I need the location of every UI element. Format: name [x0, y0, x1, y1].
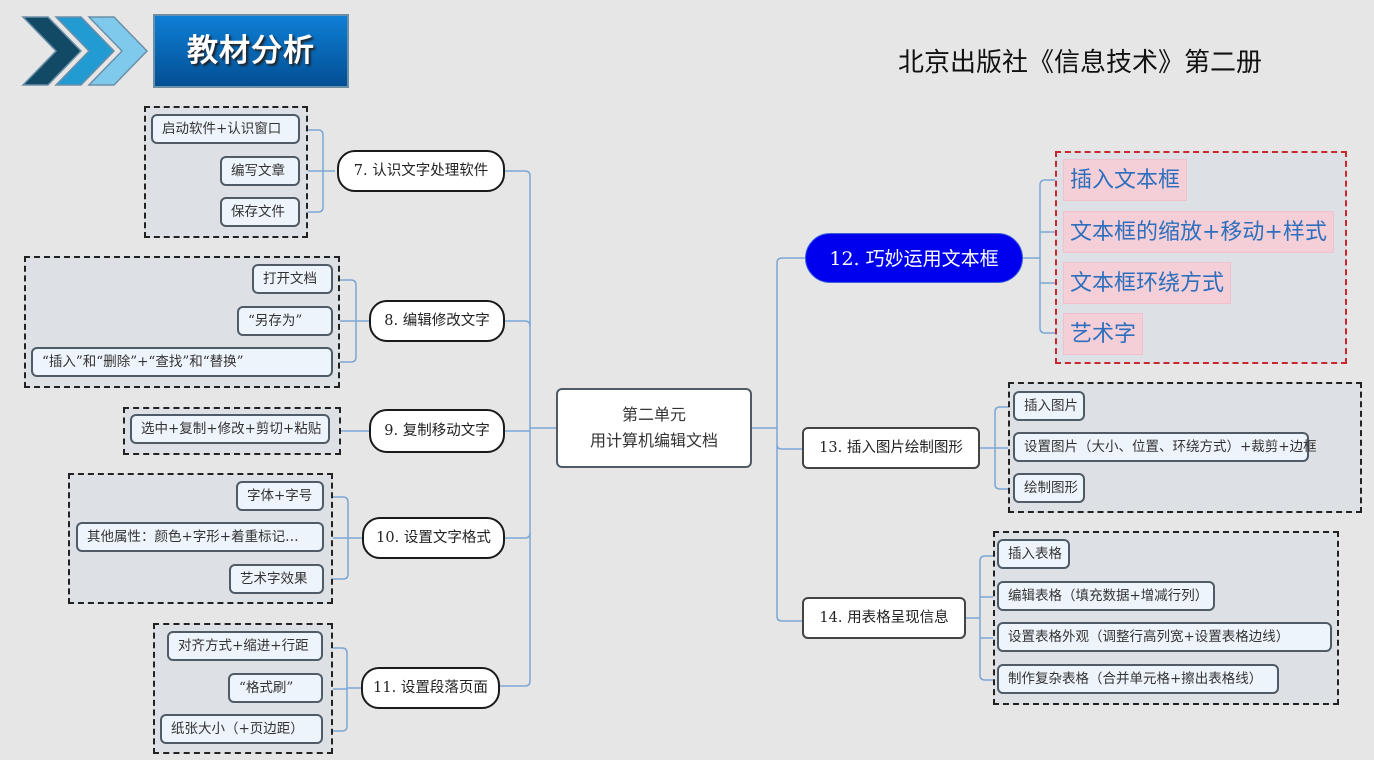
leaf-complex-table[interactable]: 制作复杂表格（合并单元格+擦出表格线）: [997, 664, 1279, 694]
leaf-picture-settings[interactable]: 设置图片（大小、位置、环绕方式）+裁剪+边框: [1013, 432, 1317, 462]
connector-topic13: [776, 444, 802, 450]
section-banner: 教材分析: [153, 14, 349, 88]
connector-topic10: [505, 532, 531, 539]
connector-right-trunk: [776, 257, 805, 622]
leaf-format-painter[interactable]: “格式刷”: [228, 673, 323, 703]
leaf-wordart[interactable]: 艺术字: [1063, 313, 1144, 355]
leaf-font-size[interactable]: 字体+字号: [236, 481, 324, 511]
topic-10[interactable]: 10. 设置文字格式: [362, 517, 505, 559]
leaf-open-doc[interactable]: 打开文档: [252, 264, 333, 294]
leaf-save-as[interactable]: “另存为”: [237, 306, 333, 336]
leaf-align-indent-spacing[interactable]: 对齐方式+缩进+行距: [167, 631, 323, 661]
connector-12: [1023, 179, 1063, 334]
leaf-textbox-wrapping[interactable]: 文本框环绕方式: [1063, 262, 1232, 304]
leaf-insert-picture[interactable]: 插入图片: [1013, 391, 1085, 421]
leaf-wordart-effect[interactable]: 艺术字效果: [229, 564, 324, 594]
topic-14[interactable]: 14. 用表格呈现信息: [802, 597, 966, 639]
banner-title: 教材分析: [187, 33, 315, 69]
root-line2: 用计算机编辑文档: [589, 431, 718, 450]
connector-14: [966, 555, 997, 681]
leaf-draw-shapes[interactable]: 绘制图形: [1013, 473, 1085, 503]
leaf-table-appearance[interactable]: 设置表格外观（调整行高列宽+设置表格边线）: [997, 622, 1332, 652]
root-line1: 第二单元: [621, 405, 686, 424]
chevron-light: [87, 16, 149, 86]
root-topic[interactable]: 第二单元 用计算机编辑文档: [556, 388, 752, 468]
topic-8[interactable]: 8. 编辑修改文字: [369, 300, 505, 342]
topic-9[interactable]: 9. 复制移动文字: [369, 409, 505, 453]
connector-left-trunk: [500, 170, 531, 687]
topic-12-highlighted[interactable]: 12. 巧妙运用文本框: [805, 233, 1023, 283]
chevron-dark: [21, 16, 83, 86]
page-subtitle: 北京出版社《信息技术》第二册: [898, 48, 1263, 78]
leaf-edit-table[interactable]: 编辑表格（填充数据+增减行列）: [997, 581, 1215, 611]
topic-13[interactable]: 13. 插入图片绘制图形: [802, 427, 980, 469]
leaf-write-article[interactable]: 编写文章: [220, 156, 300, 186]
topic-7[interactable]: 7. 认识文字处理软件: [337, 150, 505, 192]
leaf-insert-delete-find-replace[interactable]: “插入”和“删除”+“查找”和“替换”: [31, 347, 333, 377]
connector-topic8: [505, 320, 531, 327]
leaf-paper-size[interactable]: 纸张大小（+页边距）: [160, 714, 323, 744]
chevron-arrows-icon: [21, 16, 149, 86]
chevron-mid: [54, 16, 116, 86]
leaf-start-software[interactable]: 启动软件+认识窗口: [151, 114, 300, 144]
leaf-insert-table[interactable]: 插入表格: [997, 539, 1070, 569]
topic-11[interactable]: 11. 设置段落页面: [361, 667, 500, 709]
leaf-copy-move-paste[interactable]: 选中+复制+修改+剪切+粘贴: [130, 414, 330, 444]
leaf-insert-textbox[interactable]: 插入文本框: [1063, 159, 1188, 201]
leaf-save-file[interactable]: 保存文件: [220, 197, 300, 227]
leaf-textbox-scale-move-style[interactable]: 文本框的缩放+移动+样式: [1063, 211, 1334, 253]
leaf-other-properties[interactable]: 其他属性：颜色+字形+着重标记…: [76, 522, 324, 552]
